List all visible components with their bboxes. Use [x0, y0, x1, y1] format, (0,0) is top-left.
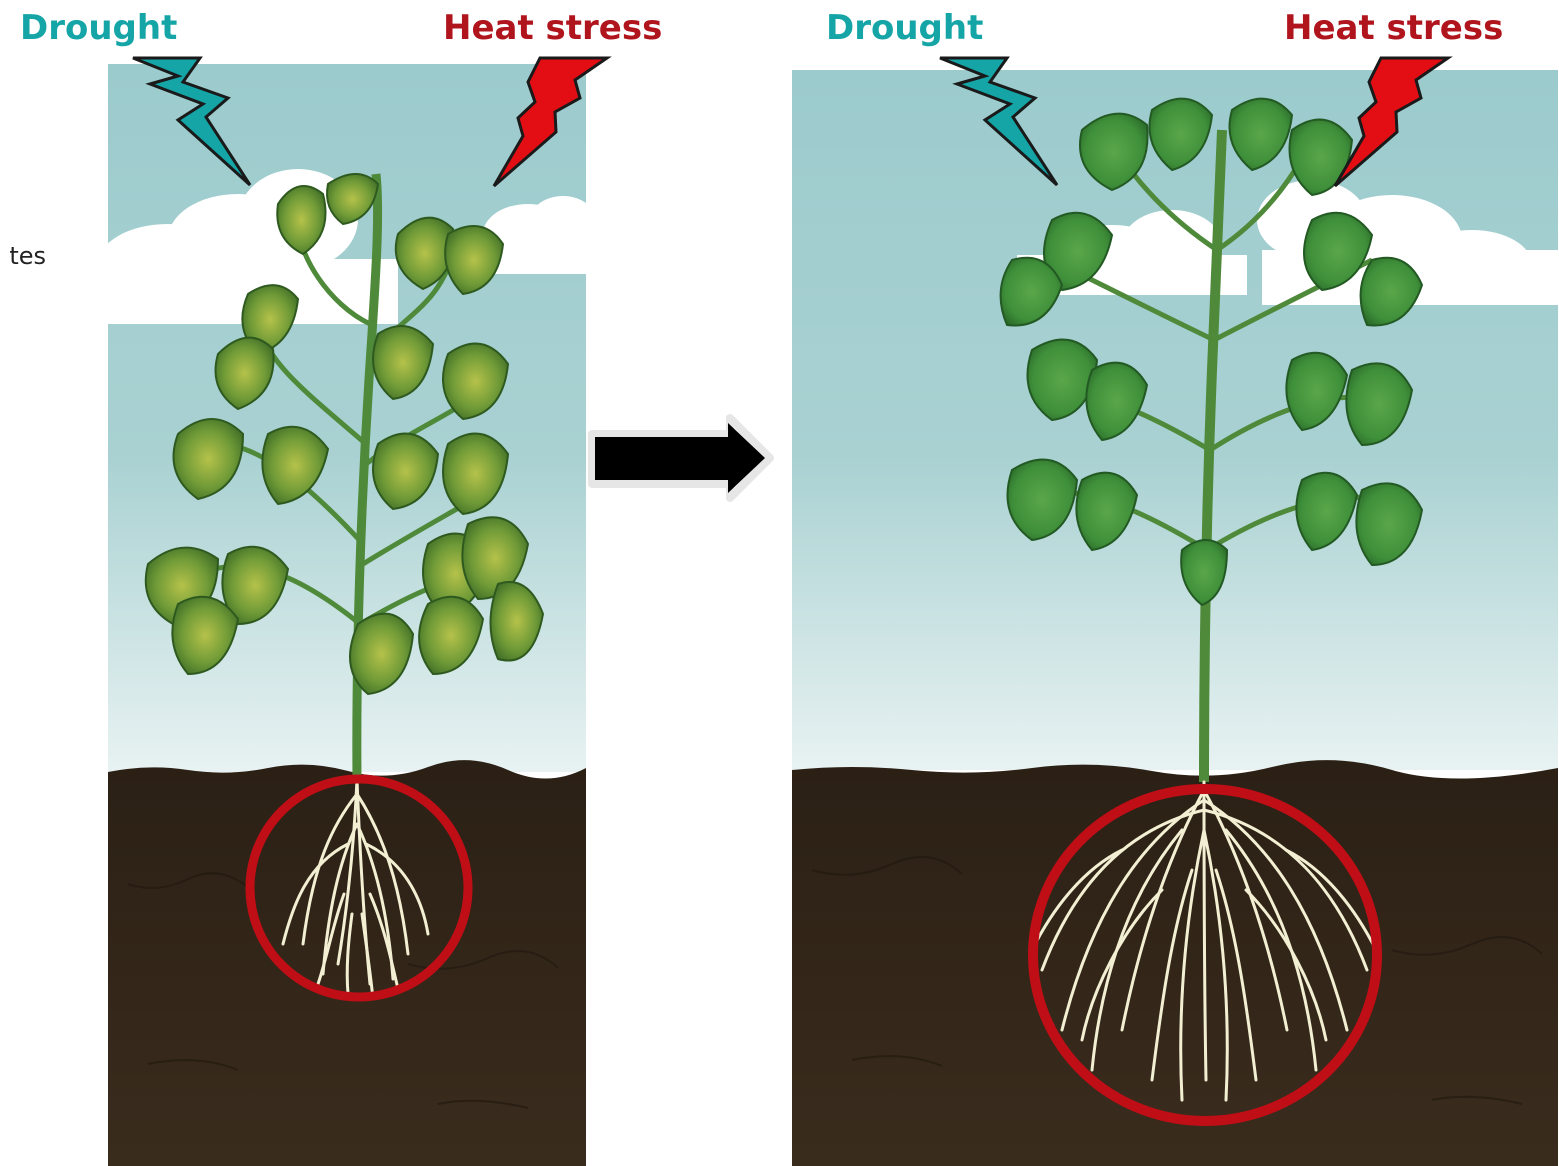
panel-healthy-plant [792, 70, 1558, 1166]
sky [792, 70, 1558, 770]
drought-label: Drought [826, 6, 983, 50]
heat-stress-label: Heat stress [1284, 6, 1503, 50]
stressed-plant-illustration [108, 64, 586, 1166]
healthy-plant-illustration [792, 70, 1558, 1166]
drought-label: Drought [20, 6, 177, 50]
panel-stressed-plant [108, 64, 586, 1166]
right-arrow-icon [592, 418, 770, 498]
heat-stress-label: Heat stress [443, 6, 662, 50]
sky [108, 64, 586, 772]
partial-side-text-value: tes [9, 238, 46, 274]
partial-side-text: tes [0, 238, 64, 274]
